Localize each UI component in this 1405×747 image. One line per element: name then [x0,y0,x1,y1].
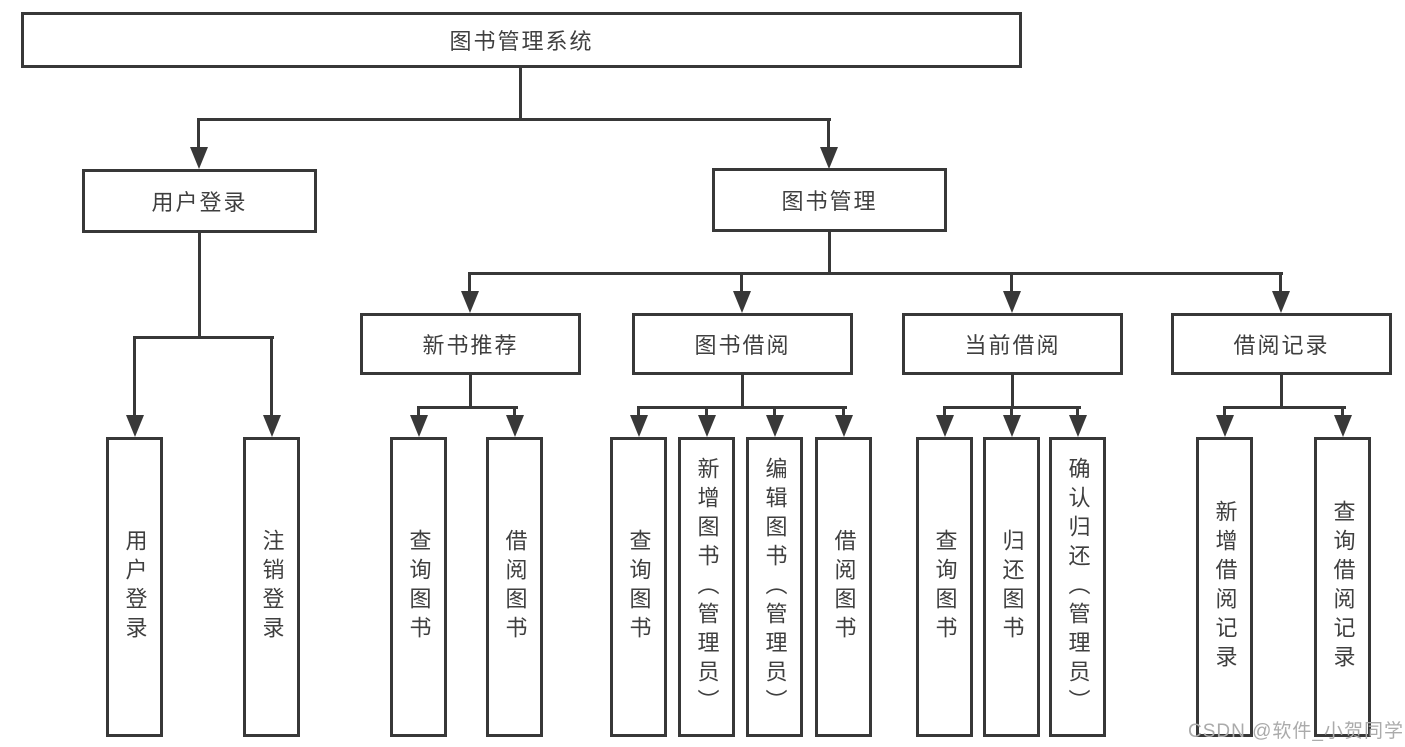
arrow-to-bb-query-books [630,406,648,437]
connector-br-stem [1280,373,1283,406]
leaf-bb-edit-books-admin-label: 编辑图书（管理员） [762,456,788,718]
node-current-borrowing-label: 当前借阅 [964,333,1061,358]
leaf-cb-query-books: 查询图书 [916,437,973,737]
node-root-label: 图书管理系统 [449,29,594,54]
node-book-borrowing-label: 图书借阅 [694,333,791,358]
connector-book-management-branch [469,272,1283,275]
connector-book-management-stem [828,231,831,272]
leaf-bb-borrow-books: 借阅图书 [815,437,872,737]
arrow-to-nb-query-books [410,406,428,437]
connector-bb-branch [638,406,847,409]
leaf-cb-query-books-label: 查询图书 [932,529,958,645]
arrow-to-cb-return-books [1003,406,1021,437]
arrow-to-br-add-record [1216,406,1234,437]
node-borrowing-records: 借阅记录 [1171,313,1392,375]
leaf-br-query-record-label: 查询借阅记录 [1330,500,1356,674]
arrow-to-br-query-record [1334,406,1352,437]
connector-bb-stem [741,373,744,406]
leaf-bb-edit-books-admin: 编辑图书（管理员） [746,437,803,737]
leaf-user-login-label: 用户登录 [122,529,148,645]
leaf-cb-return-books-label: 归还图书 [999,529,1025,645]
connector-br-branch [1224,406,1346,409]
node-book-borrowing: 图书借阅 [632,313,853,375]
node-new-book-recommendation: 新书推荐 [360,313,581,375]
connector-user-login-stem [198,231,201,336]
leaf-br-add-record-label: 新增借阅记录 [1212,500,1238,674]
arrow-to-bb-add-books [698,406,716,437]
connector-nb-stem [469,373,472,406]
connector-root-branch [198,118,831,121]
leaf-cb-confirm-return-admin-label: 确认归还（管理员） [1065,456,1091,718]
leaf-br-add-record: 新增借阅记录 [1196,437,1253,737]
arrow-to-leaf-logout [263,336,281,437]
leaf-logout: 注销登录 [243,437,300,737]
leaf-bb-add-books-admin-label: 新增图书（管理员） [694,456,720,718]
connector-user-login-branch [133,336,274,339]
arrow-to-user-login [190,118,208,169]
arrow-to-new-book-recommendation [461,272,479,313]
arrow-to-leaf-user-login [126,336,144,437]
node-borrowing-records-label: 借阅记录 [1233,333,1330,358]
leaf-cb-confirm-return-admin: 确认归还（管理员） [1049,437,1106,737]
arrow-to-bb-borrow-books [835,406,853,437]
leaf-bb-query-books: 查询图书 [610,437,667,737]
connector-cb-stem [1011,373,1014,406]
connector-nb-branch [418,406,518,409]
leaf-br-query-record: 查询借阅记录 [1314,437,1371,737]
leaf-nb-borrow-books: 借阅图书 [486,437,543,737]
arrow-to-cb-confirm-return [1069,406,1087,437]
arrow-to-book-management [820,118,838,169]
node-current-borrowing: 当前借阅 [902,313,1123,375]
node-new-book-recommendation-label: 新书推荐 [422,333,519,358]
node-root: 图书管理系统 [21,12,1022,68]
leaf-nb-borrow-books-label: 借阅图书 [502,529,528,645]
arrow-to-current-borrowing [1003,272,1021,313]
node-book-management-label: 图书管理 [781,189,878,214]
leaf-bb-borrow-books-label: 借阅图书 [831,529,857,645]
csdn-watermark: CSDN @软件_小贺同学 [1188,721,1404,742]
leaf-bb-add-books-admin: 新增图书（管理员） [678,437,735,737]
arrow-to-cb-query-books [936,406,954,437]
arrow-to-book-borrowing [733,272,751,313]
leaf-user-login: 用户登录 [106,437,163,737]
node-user-login: 用户登录 [82,169,317,233]
arrow-to-borrowing-records [1272,272,1290,313]
leaf-nb-query-books-label: 查询图书 [406,529,432,645]
arrow-to-bb-edit-books [766,406,784,437]
leaf-bb-query-books-label: 查询图书 [626,529,652,645]
leaf-nb-query-books: 查询图书 [390,437,447,737]
leaf-logout-label: 注销登录 [259,529,285,645]
node-user-login-label: 用户登录 [151,190,248,215]
leaf-cb-return-books: 归还图书 [983,437,1040,737]
connector-root-stem [519,68,522,118]
node-book-management: 图书管理 [712,168,947,232]
arrow-to-nb-borrow-books [506,406,524,437]
